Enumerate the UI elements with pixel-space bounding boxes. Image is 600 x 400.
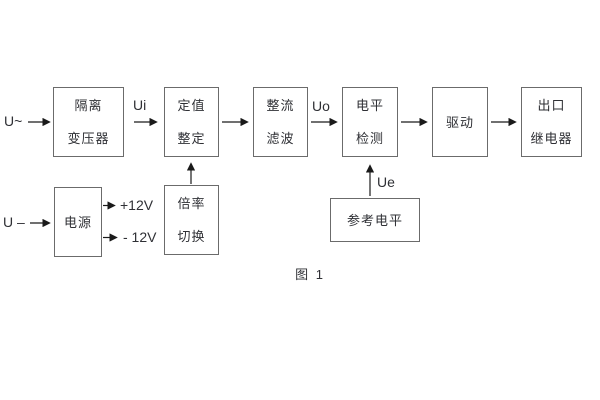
signal-label-uo: Uo bbox=[312, 98, 330, 114]
block-label: 隔离 bbox=[74, 98, 103, 113]
block-rectify-filter: 整流 滤波 bbox=[253, 87, 308, 157]
block-value-setting: 定值 整定 bbox=[164, 87, 219, 157]
block-level-detection: 电平 检测 bbox=[342, 87, 398, 157]
block-power-supply: 电源 bbox=[54, 187, 102, 257]
block-drive: 驱动 bbox=[432, 87, 488, 157]
signal-label-u-ac: U~ bbox=[4, 113, 23, 129]
block-label: 切换 bbox=[177, 229, 206, 244]
figure-caption: 图 1 bbox=[295, 267, 325, 282]
block-label: 电源 bbox=[63, 214, 92, 230]
block-label: 定值 bbox=[177, 98, 206, 113]
block-isolation-transformer: 隔离 变压器 bbox=[53, 87, 124, 157]
block-multiplier-switch: 倍率 切换 bbox=[164, 185, 219, 255]
block-label: 电平 bbox=[355, 98, 384, 113]
signal-label-minus12v: - 12V bbox=[123, 229, 157, 245]
block-label: 参考电平 bbox=[346, 212, 403, 228]
block-label: 滤波 bbox=[266, 131, 295, 146]
block-label: 变压器 bbox=[67, 131, 110, 146]
block-reference-level: 参考电平 bbox=[330, 198, 420, 242]
block-label: 驱动 bbox=[445, 114, 474, 130]
block-label: 检测 bbox=[355, 131, 384, 146]
signal-label-ui: Ui bbox=[133, 97, 147, 113]
block-label: 继电器 bbox=[530, 131, 573, 146]
block-label: 整流 bbox=[266, 98, 295, 113]
signal-label-ue: Ue bbox=[377, 174, 395, 190]
block-label: 出口 bbox=[537, 98, 566, 113]
signal-label-plus12v: +12V bbox=[120, 197, 154, 213]
signal-label-u-dc: U – bbox=[3, 214, 25, 230]
block-label: 整定 bbox=[177, 131, 206, 146]
block-label: 倍率 bbox=[177, 196, 206, 211]
block-output-relay: 出口 继电器 bbox=[521, 87, 582, 157]
